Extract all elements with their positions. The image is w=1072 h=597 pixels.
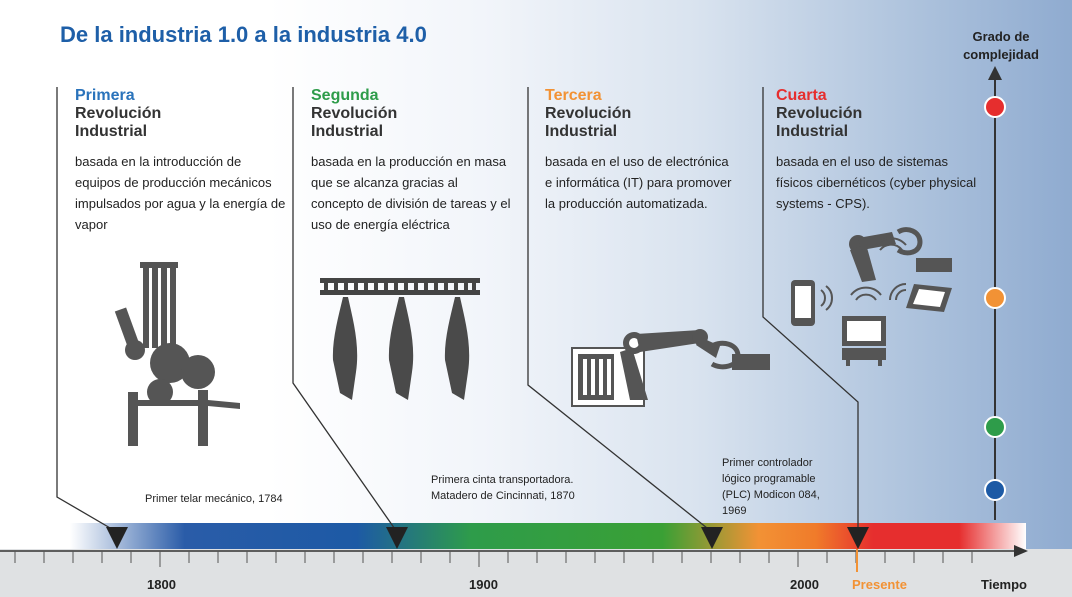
time-axis [0,549,1072,597]
complexity-dot-third [984,287,1006,309]
event-first-plc: Primer controlador lógico programable (P… [722,457,820,517]
event-marker-present [847,527,869,549]
event-marker-1969 [701,527,723,549]
revolution-ordinal: Cuarta [776,87,827,104]
cyber-physical-devices-icon [791,227,952,366]
revolution-description: basada en la introducción de equipos de … [75,154,286,232]
revolution-description: basada en la producción en masa que se a… [311,154,511,232]
separator-line-2 [292,87,398,533]
page-title: De la industria 1.0 a la industria 4.0 [60,22,427,47]
revolution-ordinal: Primera [75,87,135,104]
revolution-second: Segunda Revolución Industrial basada en … [311,87,511,235]
time-axis-arrow [1014,545,1028,557]
event-marker-1784 [106,527,128,549]
complexity-axis-arrow [988,66,1002,80]
revolution-first: Primera Revolución Industrial basada en … [75,87,290,235]
revolution-description: basada en el uso de electrónica e inform… [545,154,732,211]
revolution-name: Revolución Industrial [311,105,398,140]
axis-title-time: Tiempo [981,577,1027,592]
complexity-dot-second [984,416,1006,438]
separator-line-4 [762,87,859,532]
axis-label-1900: 1900 [469,577,498,592]
event-markers [106,527,869,549]
revolution-name: Revolución Industrial [776,105,863,140]
axis-label-2000: 2000 [790,577,819,592]
complexity-dots [984,96,1006,501]
event-first-loom: Primer telar mecánico, 1784 [145,493,283,505]
event-marker-1870 [386,527,408,549]
event-first-conveyor: Primera cinta transportadora. Matadero d… [431,474,575,502]
axis-label-present: Presente [852,577,907,592]
revolution-third: Tercera Revolución Industrial basada en … [545,87,735,214]
revolution-ordinal: Tercera [545,87,602,104]
axis-label-1800: 1800 [147,577,176,592]
robot-arm-plc-icon [571,329,770,407]
revolution-ordinal: Segunda [311,87,379,104]
revolution-fourth: Cuarta Revolución Industrial basada en e… [776,87,986,214]
separator-line-3 [527,87,713,533]
complexity-dot-first [984,479,1006,501]
complexity-dot-fourth [984,96,1006,118]
separator-line-1 [56,87,118,533]
time-axis-ticks [14,551,973,567]
revolution-description: basada en el uso de sistemas físicos cib… [776,154,977,211]
revolution-name: Revolución Industrial [75,105,162,140]
era-separator-lines [56,87,859,533]
conveyor-meat-icon [320,278,480,400]
revolution-name: Revolución Industrial [545,105,632,140]
mechanical-loom-icon [114,262,240,446]
complexity-axis-label: Grado de complejidad [963,29,1039,62]
